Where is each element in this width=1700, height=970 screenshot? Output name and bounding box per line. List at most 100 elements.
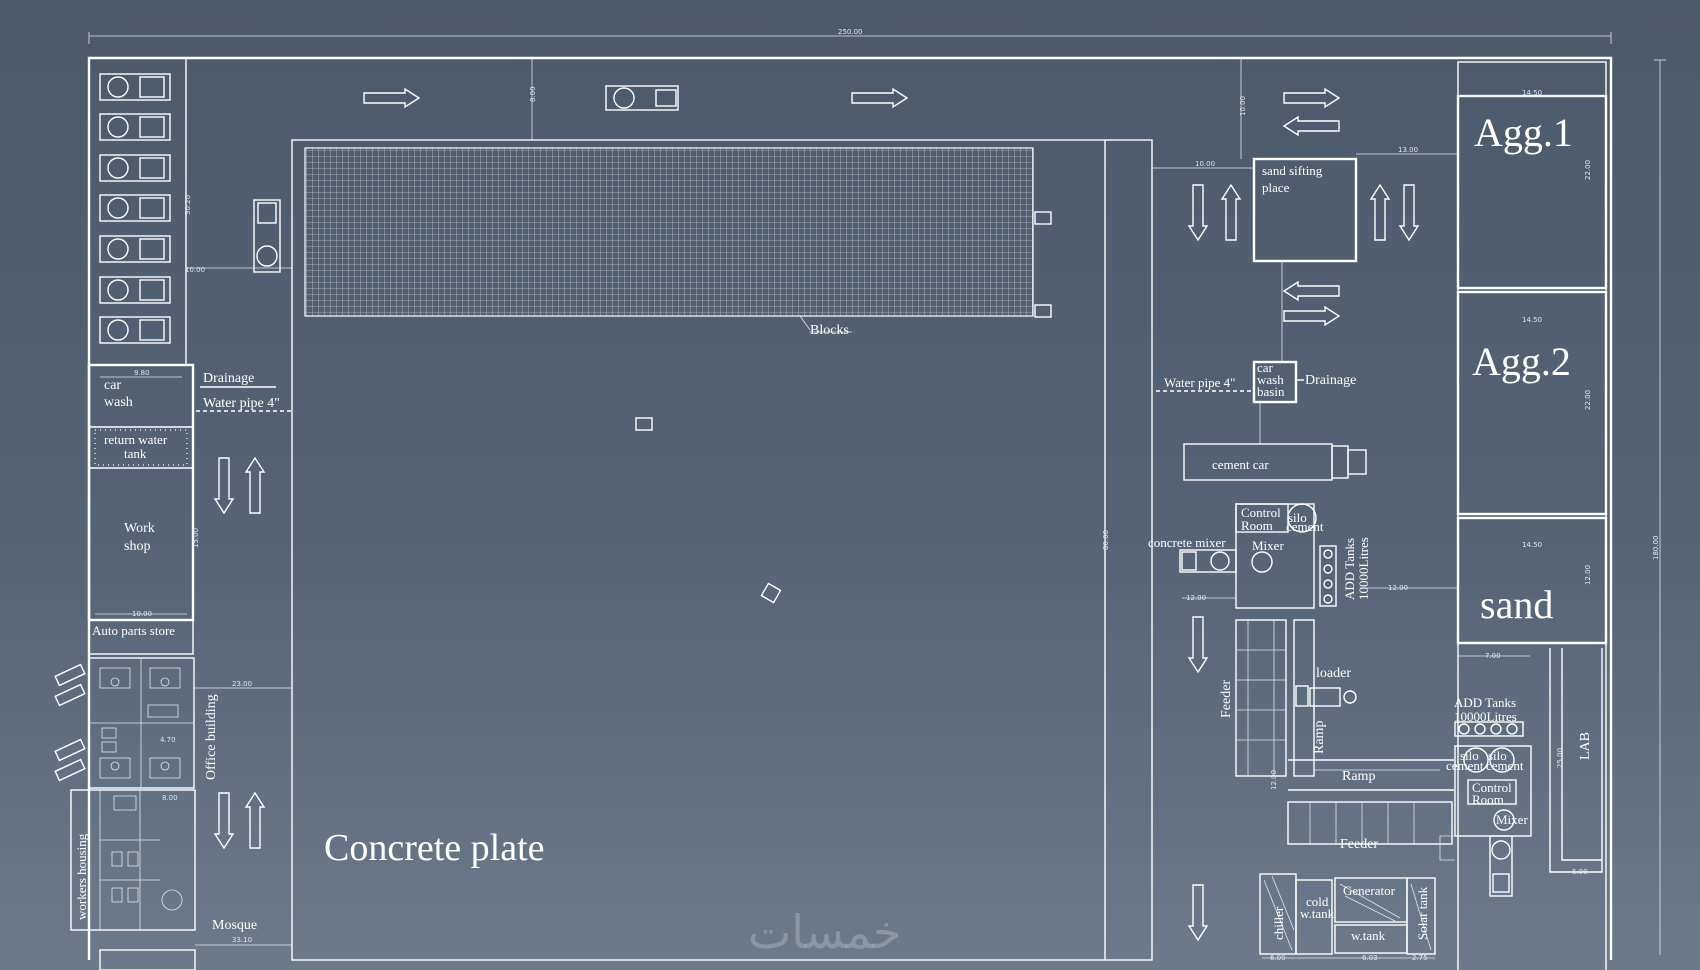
solar-dim: 2.75 <box>1412 954 1428 962</box>
agg-height-dim-2: 22.00 <box>1584 390 1592 410</box>
cement-car-label: cement car <box>1212 457 1269 472</box>
office-furniture <box>99 667 181 779</box>
lab-height-dim: 25.00 <box>1556 748 1564 768</box>
add-tanks-1-label: ADD Tanks <box>1342 538 1357 600</box>
water-pipe-left-label: Water pipe 4" <box>203 396 280 411</box>
lab-width-dim: 7.00 <box>1485 652 1501 660</box>
concrete-plate-label: Concrete plate <box>324 827 545 869</box>
workshop-label-2: shop <box>124 539 150 554</box>
workshop-width-dim: 10.00 <box>132 610 152 618</box>
car-wash-basin-label-3: basin <box>1257 384 1285 399</box>
sand-sifting-area: sand sifting place 10.00 13.00 10.00 <box>1152 58 1458 362</box>
agg-height-dim-1: 22.00 <box>1584 160 1592 180</box>
control-room-1-label-2: Room <box>1241 518 1273 533</box>
feeder-1-label: Feeder <box>1219 680 1234 718</box>
workshop-label: Work <box>124 521 155 536</box>
batching-plant-2: Ramp Feeder ADD Tanks 10000Litres 7.00 s… <box>1287 652 1532 897</box>
mixer-1-label: Mixer <box>1252 538 1284 553</box>
silo-cement-1-label: silo <box>1288 510 1307 525</box>
ramp-2-label: Ramp <box>1342 769 1375 784</box>
overall-height-dim: 180.00 <box>1652 536 1660 561</box>
block-machine-icon <box>635 211 1052 604</box>
solar-tank-label: Solar tank <box>1415 886 1430 940</box>
mixer-truck-2-icon <box>1489 835 1513 897</box>
add-tanks-2-label: ADD Tanks <box>1454 695 1516 710</box>
add-tanks-2-label-2: 10000Litres <box>1454 709 1517 724</box>
mixer-2-label: Mixer <box>1496 812 1528 827</box>
car-wash-basin-label: car <box>1257 360 1274 375</box>
sand-label: sand <box>1480 582 1553 627</box>
feeder-dim: 12.00 <box>1270 770 1278 790</box>
sift-right-dim: 13.00 <box>1398 146 1418 154</box>
sand-sifting-label: sand sifting <box>1262 163 1323 178</box>
w-tank-label: w.tank <box>1351 928 1386 943</box>
car-wash-basin-label-2: wash <box>1257 372 1284 387</box>
concrete-plate: 80.00 Concrete plate <box>291 139 1153 961</box>
top-road: 8.00 <box>253 58 679 273</box>
cement-car: cement car <box>1183 443 1367 481</box>
lab-label: LAB <box>1578 732 1593 760</box>
truck-parking: 30.20 10.00 <box>88 58 292 366</box>
truck-vertical-icon <box>253 199 281 273</box>
office-width-dim: 4.70 <box>160 736 176 744</box>
add-tanks-2 <box>1454 721 1524 737</box>
cold-w-tank-label: cold <box>1306 894 1329 909</box>
loader-icon <box>1295 685 1357 707</box>
agg-width-dim-3: 14.50 <box>1522 541 1542 549</box>
side-road-2-dim: 12.00 <box>1388 584 1408 592</box>
drainage-left-label: Drainage <box>203 371 254 386</box>
add-tanks-1 <box>1319 545 1337 607</box>
loader-label: loader <box>1316 666 1351 681</box>
housing-dim: 8.00 <box>162 794 178 802</box>
silo-3-label: silo <box>1488 748 1507 763</box>
agg-width-dim-2: 14.50 <box>1522 316 1542 324</box>
car-wash-label: car <box>104 378 121 393</box>
silo-2-label-2: cement <box>1446 758 1484 773</box>
feeder-2-label: Feeder <box>1340 837 1378 852</box>
left-buildings: 9.80 car wash return water tank Work sho… <box>54 363 292 970</box>
sift-left-dim: 10.00 <box>1195 160 1215 168</box>
blocks-label: Blocks <box>810 323 849 338</box>
drainage-right-label: Drainage <box>1305 373 1356 388</box>
water-pipe-right-label: Water pipe 4" <box>1164 375 1235 390</box>
mixer-truck-icon <box>99 73 171 344</box>
left-road-dim: 10.00 <box>185 266 205 274</box>
overall-width-dim: 250.00 <box>838 28 863 36</box>
traffic-arrows <box>213 87 1420 942</box>
generator-dim: 6.03 <box>1362 954 1378 962</box>
bottom-dim: 33.10 <box>232 936 252 944</box>
side-road-2-dim-left: 12.00 <box>1186 594 1206 602</box>
agg2-label: Agg.2 <box>1472 339 1571 384</box>
carwash-width-dim: 9.80 <box>134 369 150 377</box>
silo-2-label: silo <box>1460 748 1479 763</box>
agg1-label: Agg.1 <box>1474 110 1573 155</box>
return-water-tank-label-2: tank <box>124 446 147 461</box>
truck-top-icon <box>605 85 679 111</box>
aggregate-bins: 14.50 14.50 14.50 22.00 22.00 12.00 Agg.… <box>1456 61 1608 970</box>
workshop-height-dim: 15.00 <box>192 528 200 548</box>
control-room-2-label: Control <box>1472 780 1512 795</box>
top-road-dim: 8.00 <box>529 86 537 102</box>
control-room-2-label-2: Room <box>1472 792 1504 807</box>
add-tanks-1-label-2: 10000Litres <box>1356 537 1371 600</box>
generator-label: Generator <box>1343 883 1396 898</box>
lab: LAB 25.00 6.00 <box>1549 648 1603 876</box>
lab-bottom-dim: 6.00 <box>1572 868 1588 876</box>
chiller-label: chiller <box>1271 906 1286 940</box>
car-wash-basin-area: Water pipe 4" car wash basin Drainage <box>1156 360 1356 444</box>
mixer-truck-1-icon <box>1179 549 1237 573</box>
utilities: chiller cold w.tank Generator Solar tank… <box>1259 873 1436 962</box>
plate-height-dim: 80.00 <box>1102 530 1110 550</box>
ramp-1-label: Ramp <box>1312 721 1327 754</box>
agg-height-dim-3: 12.00 <box>1584 565 1592 585</box>
control-room-1-label: Control <box>1241 505 1281 520</box>
left-strip-dim: 30.20 <box>184 195 192 215</box>
concrete-mixer-label: concrete mixer <box>1148 535 1226 550</box>
auto-parts-store-label: Auto parts store <box>92 623 175 638</box>
sift-road-dim: 10.00 <box>1239 96 1247 116</box>
office-building-label: Office building <box>204 694 219 780</box>
car-wash-label-2: wash <box>104 395 133 410</box>
return-water-tank-label: return water <box>104 432 168 447</box>
blocks-area: Blocks <box>304 147 1052 604</box>
